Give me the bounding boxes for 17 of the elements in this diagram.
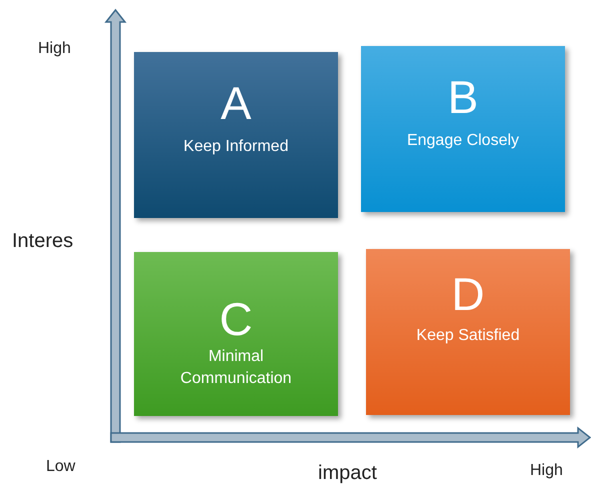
axis-label: Low <box>46 458 76 476</box>
quadrant-letter: A <box>220 78 252 128</box>
quadrant-card <box>366 249 570 415</box>
quadrant-label: Engage Closely <box>406 131 520 151</box>
axis-title: Interes <box>12 230 74 253</box>
quadrant-card <box>134 252 338 416</box>
quadrant-label: Keep Satisfied <box>415 326 521 346</box>
axis-label: High <box>530 462 563 480</box>
quadrant-card <box>361 46 565 212</box>
axis-label: High <box>38 40 71 58</box>
quadrant-label: Keep Informed <box>182 137 290 157</box>
quadrant-letter: C <box>218 294 254 344</box>
quadrant-card <box>134 52 338 218</box>
axis-title: impact <box>318 462 377 485</box>
quadrant-label: Minimal Communication <box>179 347 293 389</box>
quadrant-letter: B <box>446 72 480 122</box>
quadrant-letter: D <box>450 269 486 319</box>
